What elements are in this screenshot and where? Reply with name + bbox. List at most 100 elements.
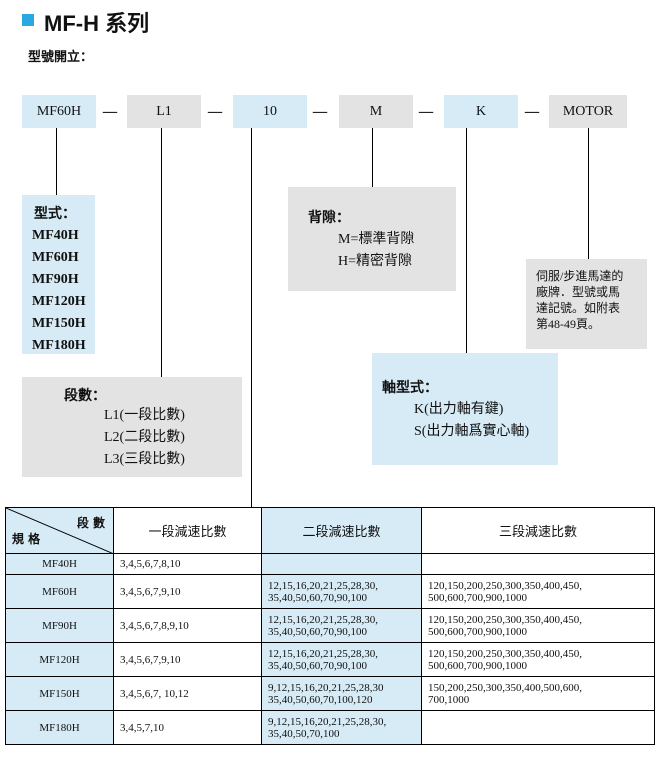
- corner-label-stages: 段 數: [76, 516, 105, 530]
- table-row: MF40H 3,4,5,6,7,8,10: [5, 553, 655, 575]
- row-three-stage: [421, 710, 655, 745]
- ratio-line: 500,600,700,900,1000: [428, 625, 527, 638]
- model-type-item: MF60H: [32, 250, 79, 265]
- code-part-ratio: 10: [233, 95, 307, 128]
- stage-heading: 段數：: [64, 388, 106, 404]
- ratio-line: 12,15,16,20,21,25,28,30,: [268, 579, 378, 592]
- connector-line: [372, 128, 373, 187]
- code-part-model: MF60H: [22, 95, 96, 128]
- row-two-stage: 12,15,16,20,21,25,28,30,35,40,50,60,70,9…: [261, 608, 422, 643]
- backlash-box: 背隙： M=標準背隙 H=精密背隙: [288, 187, 456, 291]
- model-type-list: MF40H MF60H MF90H MF120H MF150H MF180H: [32, 225, 86, 357]
- ratio-line: 500,600,700,900,1000: [428, 659, 527, 672]
- model-type-item: MF120H: [32, 294, 86, 309]
- motor-note-line: 伺服/步進馬達的: [536, 269, 624, 283]
- ratio-line: 35,40,50,60,70,90,100: [268, 591, 367, 604]
- stage-item: L3(三段比數): [104, 452, 185, 467]
- ratio-line: 35,40,50,60,70,100,120: [268, 693, 373, 706]
- table-row: MF120H 3,4,5,6,7,9,10 12,15,16,20,21,25,…: [5, 642, 655, 677]
- backlash-item: H=精密背隙: [338, 254, 413, 269]
- code-dash: —: [524, 102, 540, 121]
- page-title: MF-H 系列: [44, 11, 150, 36]
- motor-note-line: 第48-49頁。: [536, 317, 600, 331]
- stage-item: L1(一段比數): [104, 408, 185, 423]
- code-part-shaft: K: [444, 95, 518, 128]
- table-row: MF180H 3,4,5,7,10 9,12,15,16,20,21,25,28…: [5, 710, 655, 745]
- shaft-item: K(出力軸有鍵): [414, 402, 504, 417]
- code-dash: —: [207, 102, 223, 121]
- ratio-line: 9,12,15,16,20,21,25,28,30: [268, 681, 384, 694]
- ratio-table: 段 數 規 格 一段減速比數 二段減速比數 三段減速比數 MF40H 3,4,5…: [5, 507, 655, 745]
- ratio-line: 120,150,200,250,300,350,400,450,: [428, 647, 582, 660]
- header-three-stage: 三段減速比數: [421, 507, 655, 554]
- code-part-stage: L1: [127, 95, 201, 128]
- row-two-stage: 12,15,16,20,21,25,28,30,35,40,50,60,70,9…: [261, 574, 422, 609]
- table-corner-cell: 段 數 規 格: [5, 507, 114, 554]
- motor-note-box: 伺服/步進馬達的 廠牌．型號或馬 達記號。如附表 第48-49頁。: [526, 259, 647, 349]
- row-three-stage: 120,150,200,250,300,350,400,450,500,600,…: [421, 574, 655, 609]
- connector-line: [588, 128, 589, 259]
- model-type-item: MF90H: [32, 272, 79, 287]
- table-header-row: 段 數 規 格 一段減速比數 二段減速比數 三段減速比數: [5, 507, 655, 554]
- connector-line: [56, 128, 57, 195]
- stage-item: L2(二段比數): [104, 430, 185, 445]
- row-model: MF60H: [5, 574, 114, 609]
- ratio-line: 700,1000: [428, 693, 470, 706]
- title-square-icon: [22, 14, 34, 26]
- row-one-stage: 3,4,5,6,7,8,9,10: [113, 608, 262, 643]
- header-one-stage: 一段減速比數: [113, 507, 262, 554]
- code-part-motor: MOTOR: [549, 95, 627, 128]
- backlash-heading: 背隙：: [308, 210, 350, 226]
- model-type-item: MF180H: [32, 338, 86, 353]
- ratio-line: 500,600,700,900,1000: [428, 591, 527, 604]
- row-two-stage: 12,15,16,20,21,25,28,30,35,40,50,60,70,9…: [261, 642, 422, 677]
- ratio-line: 12,15,16,20,21,25,28,30,: [268, 613, 378, 626]
- row-one-stage: 3,4,5,6,7, 10,12: [113, 676, 262, 711]
- backlash-list: M=標準背隙 H=精密背隙: [338, 229, 414, 273]
- ratio-line: 35,40,50,70,100: [268, 727, 340, 740]
- ratio-line: 35,40,50,60,70,90,100: [268, 659, 367, 672]
- row-two-stage: [261, 553, 422, 575]
- row-two-stage: 9,12,15,16,20,21,25,28,30,35,40,50,70,10…: [261, 710, 422, 745]
- table-row: MF150H 3,4,5,6,7, 10,12 9,12,15,16,20,21…: [5, 676, 655, 711]
- row-one-stage: 3,4,5,6,7,9,10: [113, 642, 262, 677]
- backlash-item: M=標準背隙: [338, 232, 415, 247]
- model-type-item: MF150H: [32, 316, 86, 331]
- code-dash: —: [418, 102, 434, 121]
- row-three-stage: 120,150,200,250,300,350,400,450,500,600,…: [421, 642, 655, 677]
- row-three-stage: [421, 553, 655, 575]
- page-subtitle: 型號開立：: [28, 50, 94, 65]
- row-one-stage: 3,4,5,6,7,8,10: [113, 553, 262, 575]
- row-model: MF150H: [5, 676, 114, 711]
- shaft-item: S(出力軸爲實心軸): [414, 424, 530, 439]
- corner-label-spec: 規 格: [12, 532, 41, 546]
- row-model: MF180H: [5, 710, 114, 745]
- motor-note-line: 達記號。如附表: [536, 301, 621, 315]
- row-one-stage: 3,4,5,7,10: [113, 710, 262, 745]
- row-model: MF40H: [5, 553, 114, 575]
- model-type-heading: 型式：: [34, 206, 76, 222]
- model-type-box: 型式： MF40H MF60H MF90H MF120H MF150H MF18…: [22, 195, 95, 354]
- ratio-line: 12,15,16,20,21,25,28,30,: [268, 647, 378, 660]
- corner-diagonal-line: [6, 508, 114, 554]
- code-dash: —: [312, 102, 328, 121]
- motor-note-text: 伺服/步進馬達的 廠牌．型號或馬 達記號。如附表 第48-49頁。: [536, 268, 623, 332]
- shaft-box: 軸型式： K(出力軸有鍵) S(出力軸爲實心軸): [372, 353, 558, 465]
- row-one-stage: 3,4,5,6,7,9,10: [113, 574, 262, 609]
- row-three-stage: 150,200,250,300,350,400,500,600,700,1000: [421, 676, 655, 711]
- motor-note-line: 廠牌．型號或馬: [536, 285, 621, 299]
- table-row: MF90H 3,4,5,6,7,8,9,10 12,15,16,20,21,25…: [5, 608, 655, 643]
- ratio-line: 120,150,200,250,300,350,400,450,: [428, 579, 582, 592]
- ratio-line: 150,200,250,300,350,400,500,600,: [428, 681, 582, 694]
- connector-line: [466, 128, 467, 353]
- row-model: MF120H: [5, 642, 114, 677]
- stage-list: L1(一段比數) L2(二段比數) L3(三段比數): [104, 405, 185, 471]
- ratio-line: 120,150,200,250,300,350,400,450,: [428, 613, 582, 626]
- table-row: MF60H 3,4,5,6,7,9,10 12,15,16,20,21,25,2…: [5, 574, 655, 609]
- ratio-line: 9,12,15,16,20,21,25,28,30,: [268, 715, 387, 728]
- header-two-stage: 二段減速比數: [261, 507, 422, 554]
- stage-box: 段數： L1(一段比數) L2(二段比數) L3(三段比數): [22, 377, 242, 477]
- model-type-item: MF40H: [32, 228, 79, 243]
- code-part-backlash: M: [339, 95, 413, 128]
